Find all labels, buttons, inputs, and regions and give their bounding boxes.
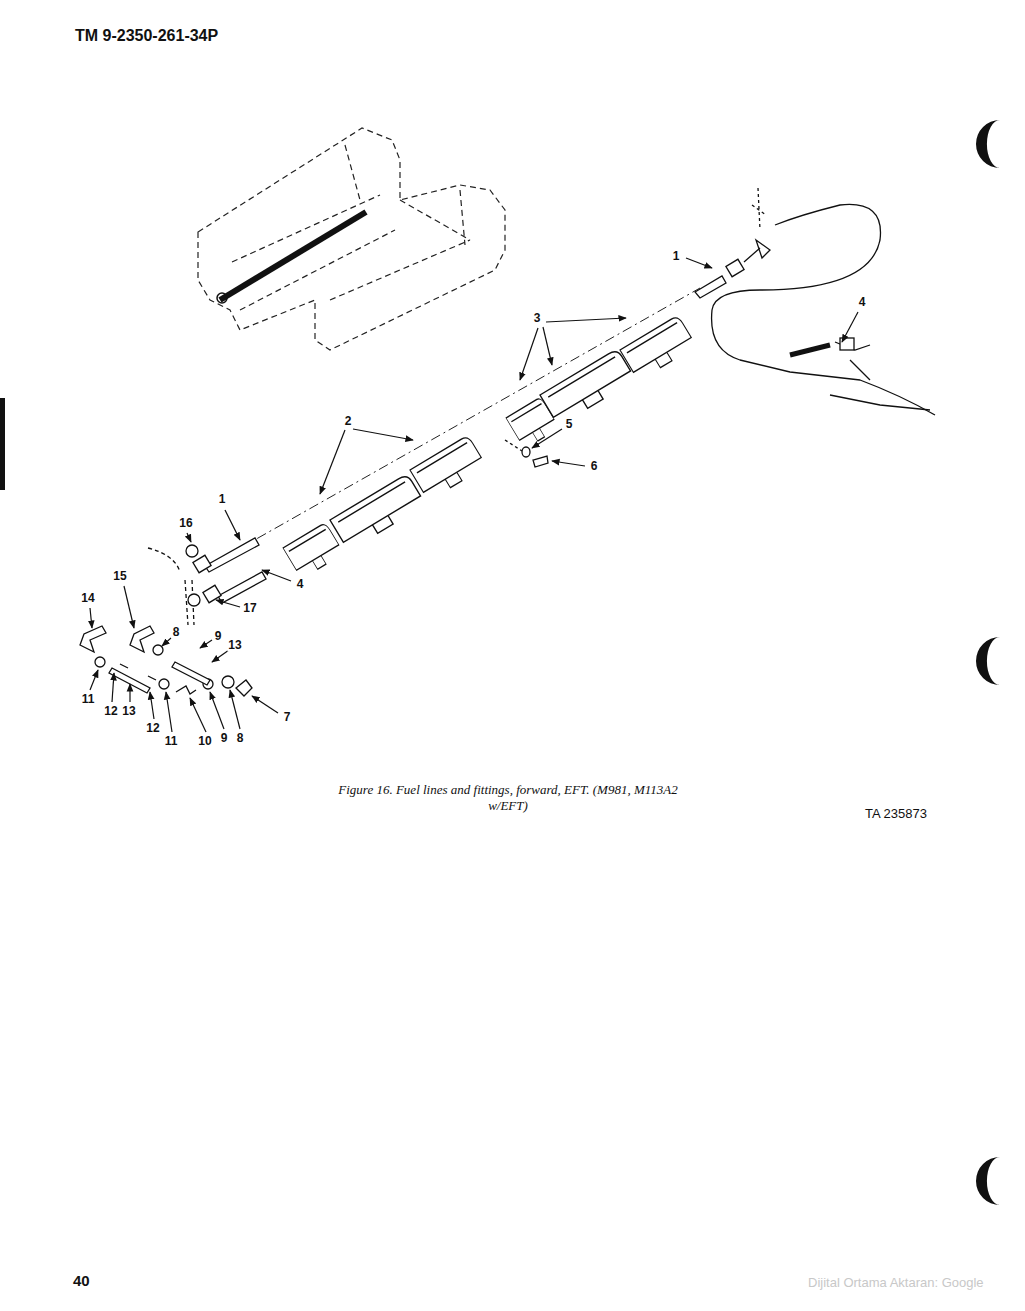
callout-number: 13 xyxy=(121,705,136,718)
upper-fittings xyxy=(695,188,935,415)
callout-number: 8 xyxy=(172,626,181,639)
watermark: Dijital Ortama Aktaran: Google xyxy=(808,1275,984,1290)
callout-number: 15 xyxy=(112,570,127,583)
callout-number: 8 xyxy=(236,732,245,745)
callout-number: 11 xyxy=(164,735,179,748)
shrouds xyxy=(283,315,696,579)
callout-number: 3 xyxy=(533,312,542,325)
callout-number: 10 xyxy=(197,735,212,748)
callout-number: 1 xyxy=(218,493,227,506)
callout-number: 4 xyxy=(858,296,867,309)
screw-washer xyxy=(505,440,548,467)
callout-number: 4 xyxy=(296,578,305,591)
callout-number: 11 xyxy=(81,693,96,706)
callout-number: 17 xyxy=(242,602,257,615)
callout-number: 14 xyxy=(80,592,95,605)
figure-caption: Figure 16. Fuel lines and fittings, forw… xyxy=(338,782,678,814)
center-line xyxy=(205,288,700,568)
leader-lines xyxy=(90,258,858,732)
lower-fittings xyxy=(80,538,266,696)
callout-number: 13 xyxy=(227,639,242,652)
callout-number: 5 xyxy=(565,418,574,431)
manual-header: TM 9-2350-261-34P xyxy=(75,27,218,45)
callout-number: 16 xyxy=(178,517,193,530)
callout-number: 12 xyxy=(145,722,160,735)
callout-number: 12 xyxy=(103,705,118,718)
callout-number: 2 xyxy=(344,415,353,428)
page-number: 40 xyxy=(73,1272,90,1289)
page-marks xyxy=(0,120,1000,1205)
callout-number: 6 xyxy=(590,460,599,473)
fuel-line-in-seat xyxy=(220,212,366,300)
callout-number: 7 xyxy=(283,711,292,724)
callout-number: 9 xyxy=(220,732,229,745)
drawing-number: TA 235873 xyxy=(865,806,927,821)
callout-number: 9 xyxy=(214,630,223,643)
callout-number: 1 xyxy=(672,250,681,263)
fitting xyxy=(217,293,227,303)
seat-phantom xyxy=(198,128,505,350)
